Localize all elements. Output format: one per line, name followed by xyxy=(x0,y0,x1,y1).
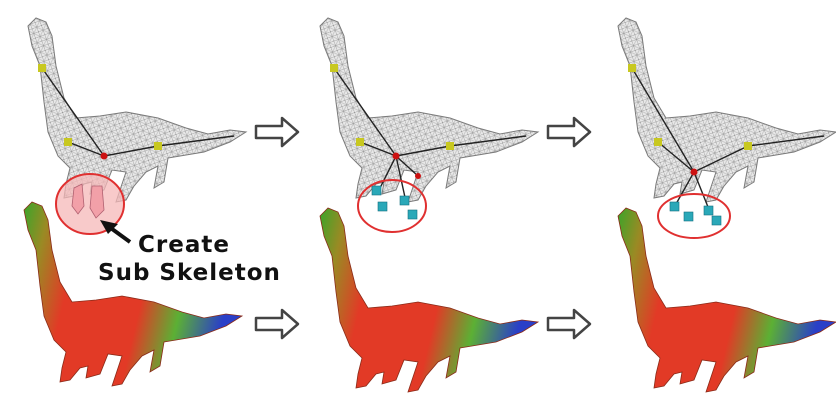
wireframe-panel-1 xyxy=(28,18,246,202)
shaded-panel-2 xyxy=(320,208,538,392)
step-arrow-icon xyxy=(256,310,298,338)
joint-marker xyxy=(38,64,46,72)
joint-marker xyxy=(654,138,662,146)
joint-marker xyxy=(744,142,752,150)
wireframe-mesh xyxy=(320,18,538,202)
shaded-dinosaur xyxy=(320,208,538,392)
shaded-dinosaur xyxy=(24,202,242,386)
joint-marker xyxy=(356,138,364,146)
root-joint xyxy=(101,153,108,160)
step-arrow-icon xyxy=(548,118,590,146)
joint-marker xyxy=(628,64,636,72)
sub-skeleton-joints xyxy=(670,202,721,225)
joint-marker xyxy=(446,142,454,150)
root-joint xyxy=(393,153,400,160)
step-arrow-icon xyxy=(548,310,590,338)
caption-line-2: Sub Skeleton xyxy=(98,260,281,286)
caption-line-1: Create xyxy=(138,232,230,258)
root-joint xyxy=(691,169,698,176)
wireframe-mesh xyxy=(28,18,246,202)
joint-marker xyxy=(330,64,338,72)
wireframe-mesh xyxy=(618,18,836,202)
step-arrow-icon xyxy=(256,118,298,146)
shaded-panel-1 xyxy=(24,202,242,386)
joint-marker xyxy=(154,142,162,150)
shaded-dinosaur xyxy=(618,208,836,392)
wireframe-panel-3 xyxy=(618,18,836,238)
joint-marker xyxy=(64,138,72,146)
wireframe-panel-2 xyxy=(320,18,538,232)
shaded-panel-3 xyxy=(618,208,836,392)
